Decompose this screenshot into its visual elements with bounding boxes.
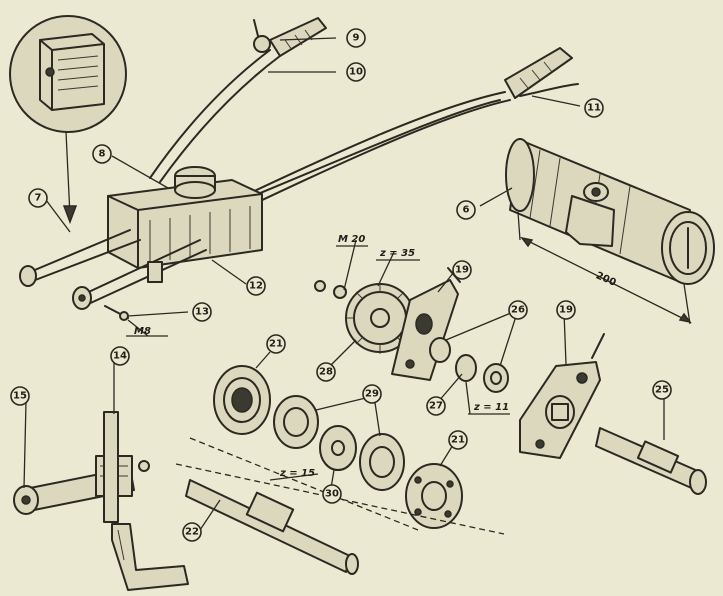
svg-text:12: 12 bbox=[249, 281, 263, 292]
svg-text:29: 29 bbox=[365, 389, 379, 400]
svg-text:21: 21 bbox=[269, 339, 283, 350]
callout-25: 25 bbox=[652, 380, 672, 400]
svg-text:26: 26 bbox=[511, 305, 525, 316]
callout-29: 29 bbox=[362, 384, 382, 404]
callout-21-lower: 21 bbox=[448, 430, 468, 450]
callout-22: 22 bbox=[182, 522, 202, 542]
svg-text:11: 11 bbox=[587, 103, 601, 114]
label-z11: z = 11 bbox=[473, 402, 509, 413]
part-14-15-tool bbox=[13, 411, 189, 591]
callout-7: 7 bbox=[28, 188, 48, 208]
svg-text:9: 9 bbox=[353, 33, 360, 44]
callout-21-upper: 21 bbox=[266, 334, 286, 354]
callout-30: 30 bbox=[322, 484, 342, 504]
svg-text:15: 15 bbox=[13, 391, 27, 402]
svg-text:6: 6 bbox=[463, 205, 470, 216]
callout-27: 27 bbox=[426, 396, 446, 416]
svg-text:21: 21 bbox=[451, 435, 465, 446]
svg-text:13: 13 bbox=[195, 307, 209, 318]
part-21-bearing-left bbox=[213, 365, 271, 435]
part-19-bracket-lower bbox=[519, 333, 605, 459]
callout-13: 13 bbox=[192, 302, 212, 322]
callout-26: 26 bbox=[508, 300, 528, 320]
label-z35: z = 35 bbox=[379, 248, 415, 259]
dimension-200: 200 bbox=[594, 270, 618, 289]
callout-12: 12 bbox=[246, 276, 266, 296]
part-22-shaft bbox=[185, 479, 359, 575]
svg-text:19: 19 bbox=[559, 305, 573, 316]
svg-text:25: 25 bbox=[655, 385, 669, 396]
svg-text:7: 7 bbox=[35, 193, 42, 204]
axis-guide-lines bbox=[175, 437, 505, 535]
fuel-tank bbox=[107, 166, 263, 269]
part-25-shaft bbox=[595, 427, 707, 495]
label-m8: M8 bbox=[134, 326, 151, 337]
svg-text:10: 10 bbox=[349, 67, 363, 78]
part-30-gear bbox=[319, 425, 357, 471]
svg-text:8: 8 bbox=[99, 149, 106, 160]
callout-19-lower: 19 bbox=[556, 300, 576, 320]
part-6-clamp-cylinder bbox=[505, 138, 715, 325]
callout-15: 15 bbox=[10, 386, 30, 406]
callout-11: 11 bbox=[584, 98, 604, 118]
part-19-bracket-upper bbox=[391, 279, 459, 381]
part-21-flange-right bbox=[405, 463, 463, 529]
callout-8: 8 bbox=[92, 144, 112, 164]
callout-19-upper: 19 bbox=[452, 260, 472, 280]
svg-text:28: 28 bbox=[319, 367, 333, 378]
part-26-spacer-gear-parts bbox=[429, 337, 509, 393]
callout-28: 28 bbox=[316, 362, 336, 382]
svg-text:27: 27 bbox=[429, 401, 443, 412]
label-z15: z = 15 bbox=[279, 468, 315, 479]
callout-14: 14 bbox=[110, 346, 130, 366]
callout-10: 10 bbox=[346, 62, 366, 82]
part-29-bearings bbox=[273, 395, 405, 491]
callout-6: 6 bbox=[456, 200, 476, 220]
svg-text:14: 14 bbox=[113, 351, 127, 362]
callout-9: 9 bbox=[346, 28, 366, 48]
inset-detail bbox=[9, 15, 127, 225]
leader-lines bbox=[23, 37, 665, 531]
svg-text:22: 22 bbox=[185, 527, 199, 538]
lower-linkage bbox=[19, 229, 207, 321]
label-m20: M 20 bbox=[338, 234, 365, 245]
svg-text:30: 30 bbox=[325, 489, 339, 500]
svg-text:19: 19 bbox=[455, 265, 469, 276]
